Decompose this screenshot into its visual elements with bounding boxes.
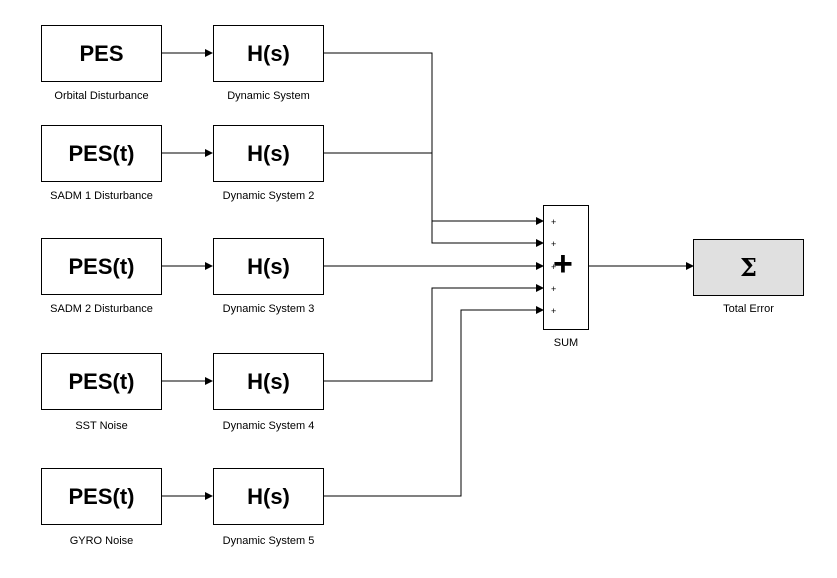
- source-block-sadm1[interactable]: PES(t): [41, 125, 162, 182]
- source-caption: GYRO Noise: [69, 535, 134, 547]
- system-block-title: H(s): [247, 253, 290, 279]
- sigma-symbol: Σ: [740, 253, 757, 282]
- source-caption: SADM 2 Disturbance: [50, 303, 153, 315]
- sum-port-sign: +: [551, 262, 557, 272]
- source-block-title: PES(t): [68, 140, 135, 166]
- sum-caption: SUM: [553, 337, 579, 349]
- system-block-3[interactable]: H(s): [213, 238, 324, 295]
- system-block-5[interactable]: H(s): [213, 468, 324, 525]
- source-caption: SADM 1 Disturbance: [50, 190, 153, 202]
- system-block-title: H(s): [247, 140, 290, 166]
- sum-plus-symbol: +: [553, 245, 573, 283]
- wire-system4-sum: [324, 284, 544, 382]
- system-caption: Dynamic System 5: [222, 535, 315, 547]
- wire-system5-sum: [324, 306, 544, 497]
- system-block-1[interactable]: H(s): [213, 25, 324, 82]
- source-block-gyro[interactable]: PES(t): [41, 468, 162, 525]
- source-caption: SST Noise: [75, 420, 128, 432]
- source-block-title: PES(t): [68, 483, 135, 509]
- system-caption: Dynamic System: [227, 90, 310, 102]
- total-error-caption: Total Error: [723, 303, 774, 315]
- system-caption: Dynamic System 3: [222, 303, 315, 315]
- source-block-orbital[interactable]: PES: [41, 25, 162, 82]
- source-block-sadm2[interactable]: PES(t): [41, 238, 162, 295]
- sum-port-sign: +: [551, 239, 557, 249]
- sum-port-sign: +: [551, 217, 557, 227]
- system-block-title: H(s): [247, 40, 290, 66]
- system-caption: Dynamic System 2: [222, 190, 315, 202]
- system-block-4[interactable]: H(s): [213, 353, 324, 410]
- source-block-title: PES(t): [68, 368, 135, 394]
- source-caption: Orbital Disturbance: [54, 90, 149, 102]
- wire-system1-sum: [324, 52, 544, 225]
- sum-port-sign: +: [551, 284, 557, 294]
- source-block-sst[interactable]: PES(t): [41, 353, 162, 410]
- total-error-block[interactable]: Σ: [693, 239, 804, 296]
- source-block-title: PES(t): [68, 253, 135, 279]
- sum-block[interactable]: + + + + + +: [543, 205, 589, 330]
- system-block-2[interactable]: H(s): [213, 125, 324, 182]
- wire-system2-sum: [324, 152, 544, 247]
- source-block-title: PES: [79, 40, 124, 66]
- system-block-title: H(s): [247, 368, 290, 394]
- system-block-title: H(s): [247, 483, 290, 509]
- system-caption: Dynamic System 4: [222, 420, 315, 432]
- sum-port-sign: +: [551, 306, 557, 316]
